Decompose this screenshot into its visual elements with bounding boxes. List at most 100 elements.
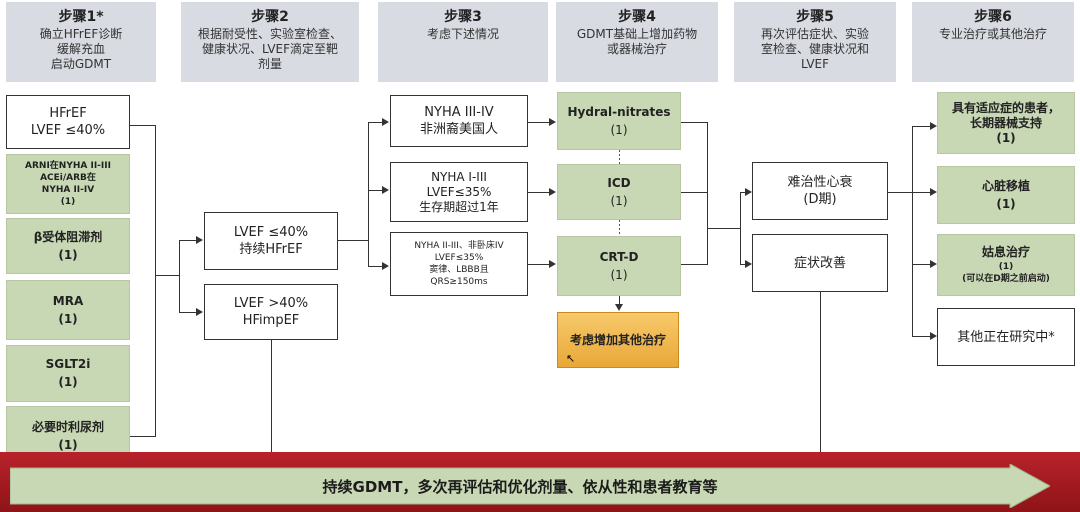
mra-box: MRA (1) xyxy=(6,280,130,340)
header-step-title: 步骤3 xyxy=(444,9,482,25)
connector-line xyxy=(888,192,912,193)
box-line1: 具有适应症的患者， 长期器械支持 xyxy=(951,100,1060,130)
arrow-head xyxy=(196,236,203,244)
box-line2: (1) xyxy=(610,122,628,137)
connector-line xyxy=(271,340,272,460)
palliative-care-box: 姑息治疗 (1) (可以在D期之前启动) xyxy=(937,234,1075,296)
header-step5: 步骤5 再次评估症状、实验 室检查、健康状况和 LVEF xyxy=(734,2,896,82)
connector-line xyxy=(528,122,549,123)
arrow-head xyxy=(930,188,937,196)
box-line2: (1) (可以在D期之前启动) xyxy=(962,262,1050,284)
box-line1: 考虑增加其他治疗 xyxy=(569,332,666,347)
persistent-hfref-box: LVEF ≤40% 持续HFrEF xyxy=(204,212,338,270)
arrow-head xyxy=(930,122,937,130)
header-step-desc: 考虑下述情况 xyxy=(426,27,499,41)
crt-d-box: CRT-D (1) xyxy=(557,236,681,296)
box-line2: (1) xyxy=(996,196,1016,211)
connector-line xyxy=(681,192,707,193)
footer-arrow-icon xyxy=(10,464,1050,508)
arrow-head xyxy=(382,186,389,194)
box-line1: NYHA I-III LVEF≤35% xyxy=(426,169,492,199)
box-line2: (1) xyxy=(58,311,78,326)
header-step-desc: 再次评估症状、实验 室检查、健康状况和 LVEF xyxy=(760,27,869,71)
connector-line xyxy=(368,122,382,123)
connector-line xyxy=(130,436,155,437)
dotted-line xyxy=(619,150,620,164)
box-line1: LVEF >40% xyxy=(233,296,309,311)
connector-line xyxy=(528,264,549,265)
arrow-head xyxy=(745,188,752,196)
sglt2i-box: SGLT2i (1) xyxy=(6,345,130,402)
hfimpef-box: LVEF >40% HFimpEF xyxy=(204,284,338,340)
connector-line xyxy=(619,296,620,306)
box-line1: 难治性心衰 xyxy=(787,175,853,190)
box-line1: 心脏移植 xyxy=(981,178,1030,193)
header-step6: 步骤6 专业治疗或其他治疗 xyxy=(912,2,1074,82)
connector-line xyxy=(681,122,707,123)
arrow-head xyxy=(615,304,623,311)
hydral-nitrates-box: Hydral-nitrates (1) xyxy=(557,92,681,150)
nyha-i-iii-box: NYHA I-III LVEF≤35% 生存期超过1年 xyxy=(390,162,528,222)
box-line1: 症状改善 xyxy=(793,255,846,271)
header-step-desc: 专业治疗或其他治疗 xyxy=(938,27,1047,41)
box-line1: LVEF ≤40% xyxy=(233,225,309,240)
connector-line xyxy=(338,240,368,241)
connector-line xyxy=(179,240,196,241)
connector-line xyxy=(912,264,930,265)
footer-text: 持续GDMT，多次再评估和优化剂量、依从性和患者教育等 xyxy=(322,478,718,496)
consider-other-therapy-box: 考虑增加其他治疗 xyxy=(557,312,679,368)
dotted-line xyxy=(619,220,620,236)
cursor-icon: ↖ xyxy=(566,352,576,365)
connector-line xyxy=(155,275,179,276)
box-line1: ARNI在NYHA II-III ACEi/ARB在 NYHA II-IV xyxy=(25,161,111,195)
box-line1: NYHA II-III、非卧床IV LVEF≤35% 窦律、LBBB且 QRS≥… xyxy=(414,241,504,287)
connector-line xyxy=(740,264,745,265)
arrow-head xyxy=(196,308,203,316)
connector-line xyxy=(130,125,155,126)
under-research-box: 其他正在研究中* xyxy=(937,308,1075,366)
hfref-entry-box: HFrEF LVEF ≤40% xyxy=(6,95,130,149)
header-step-title: 步骤2 xyxy=(251,9,289,25)
connector-line xyxy=(707,122,708,265)
box-line2: LVEF ≤40% xyxy=(30,123,106,138)
box-line2: (1) xyxy=(58,375,78,389)
beta-blocker-box: β受体阻滞剂 (1) xyxy=(6,218,130,274)
connector-line xyxy=(368,122,369,266)
connector-line xyxy=(155,125,156,437)
box-line2: (1) xyxy=(58,247,78,262)
connector-line xyxy=(528,192,549,193)
connector-line xyxy=(820,292,821,460)
box-line1: CRT-D xyxy=(599,249,639,264)
header-step3: 步骤3 考虑下述情况 xyxy=(378,2,548,82)
arrow-head xyxy=(382,262,389,270)
nyha-iii-iv-box: NYHA III-IV 非洲裔美国人 xyxy=(390,95,528,147)
connector-line xyxy=(912,126,930,127)
box-line2: (1) xyxy=(610,267,628,282)
box-line1: HFrEF xyxy=(49,106,87,121)
arni-box: ARNI在NYHA II-III ACEi/ARB在 NYHA II-IV (1… xyxy=(6,154,130,214)
header-step-desc: 根据耐受性、实验室检查、 健康状况、LVEF滴定至靶 剂量 xyxy=(197,27,342,71)
connector-line xyxy=(912,336,930,337)
arrow-head xyxy=(930,260,937,268)
header-step-desc: 确立HFrEF诊断 缓解充血 启动GDMT xyxy=(39,27,123,71)
arrow-head xyxy=(930,332,937,340)
box-line1: Hydral-nitrates xyxy=(567,104,671,119)
header-step4: 步骤4 GDMT基础上增加药物 或器械治疗 xyxy=(556,2,718,82)
header-step1: 步骤1* 确立HFrEF诊断 缓解充血 启动GDMT xyxy=(6,2,156,82)
box-line2: (1) xyxy=(610,193,628,208)
refractory-hf-box: 难治性心衰 (D期) xyxy=(752,162,888,220)
header-step-title: 步骤6 xyxy=(974,9,1012,25)
connector-line xyxy=(912,192,930,193)
box-line2: (1) xyxy=(60,197,76,207)
connector-line xyxy=(740,192,741,264)
connector-line xyxy=(179,240,180,312)
header-step-title: 步骤5 xyxy=(796,9,834,25)
icd-box: ICD (1) xyxy=(557,164,681,220)
connector-line xyxy=(740,192,745,193)
box-line2: (1) xyxy=(58,437,78,452)
arrow-head xyxy=(549,118,556,126)
box-line2: 生存期超过1年 xyxy=(419,199,499,214)
connector-line xyxy=(707,228,740,229)
box-line1: NYHA III-IV xyxy=(424,105,494,120)
arrow-head xyxy=(549,260,556,268)
